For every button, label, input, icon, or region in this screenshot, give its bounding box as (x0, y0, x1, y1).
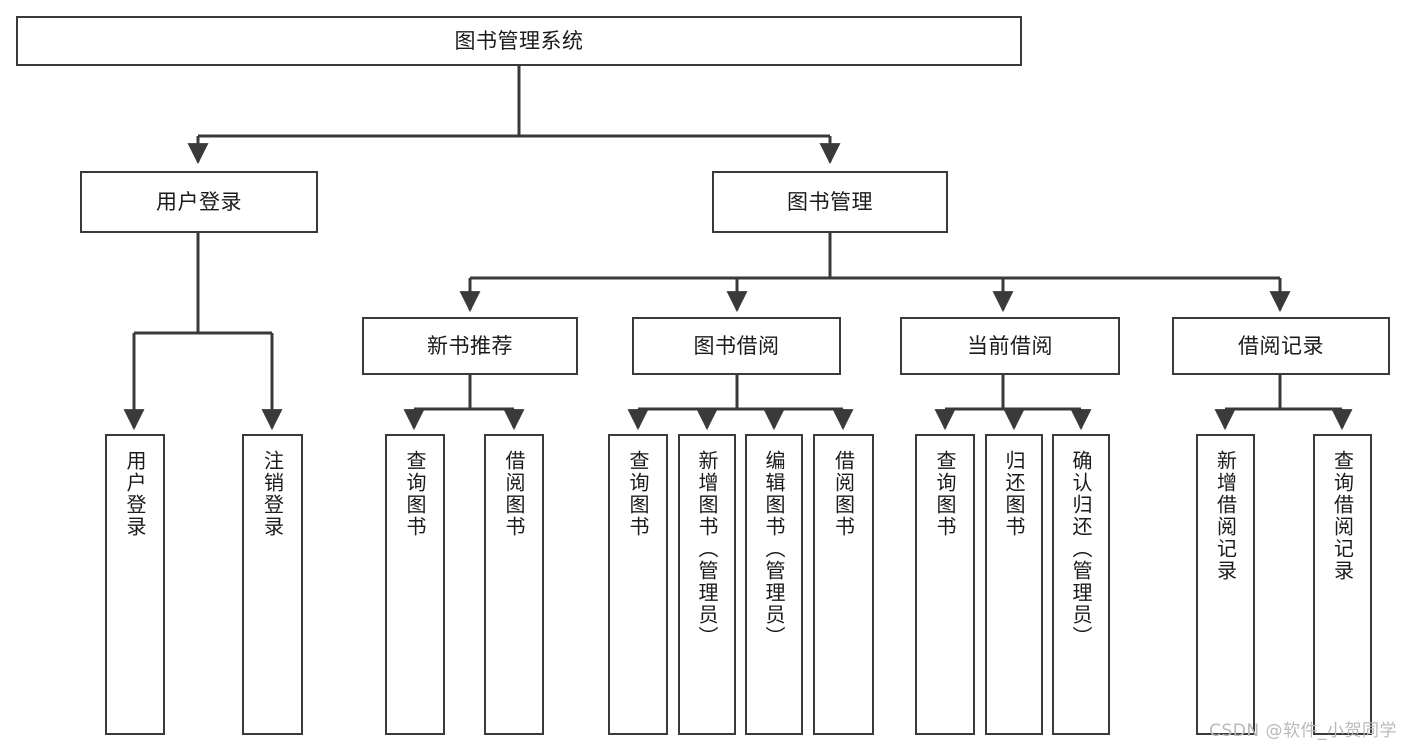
node-leaf-query-record[interactable]: 查询借阅记录 (1313, 434, 1372, 735)
node-label: 图书管理系统 (454, 28, 584, 53)
node-leaf-query-book-2[interactable]: 查询图书 (608, 434, 668, 735)
node-current-borrow[interactable]: 当前借阅 (900, 317, 1120, 375)
node-label: 查询借阅记录 (1330, 450, 1355, 582)
watermark-text: CSDN @软件_小贺同学 (1209, 721, 1397, 741)
node-leaf-confirm-return[interactable]: 确认归还（管理员） (1052, 434, 1110, 735)
node-leaf-edit-book[interactable]: 编辑图书（管理员） (745, 434, 803, 735)
node-label: 注销登录 (260, 450, 285, 538)
node-label: 新书推荐 (427, 333, 513, 358)
node-leaf-add-record[interactable]: 新增借阅记录 (1196, 434, 1255, 735)
node-label: 查询图书 (933, 450, 957, 538)
node-leaf-query-book-3[interactable]: 查询图书 (915, 434, 975, 735)
node-label: 查询图书 (626, 450, 650, 538)
node-leaf-return-book[interactable]: 归还图书 (985, 434, 1043, 735)
node-user-login[interactable]: 用户登录 (80, 171, 318, 233)
node-label: 新增借阅记录 (1213, 450, 1238, 582)
node-label: 编辑图书（管理员） (762, 450, 786, 648)
node-label: 归还图书 (1002, 450, 1026, 538)
node-leaf-borrow-book-2[interactable]: 借阅图书 (813, 434, 874, 735)
node-label: 图书借阅 (693, 333, 780, 358)
node-label: 借阅记录 (1238, 333, 1324, 358)
node-book-borrow[interactable]: 图书借阅 (632, 317, 841, 375)
node-label: 借阅图书 (831, 450, 856, 538)
node-label: 图书管理 (787, 189, 873, 214)
node-new-book-recommend[interactable]: 新书推荐 (362, 317, 578, 375)
node-leaf-add-book[interactable]: 新增图书（管理员） (678, 434, 736, 735)
node-label: 用户登录 (156, 189, 242, 214)
node-label: 确认归还（管理员） (1069, 450, 1093, 648)
node-label: 查询图书 (403, 450, 427, 538)
node-leaf-query-book-1[interactable]: 查询图书 (385, 434, 445, 735)
node-label: 新增图书（管理员） (695, 450, 719, 648)
node-leaf-logout-login[interactable]: 注销登录 (242, 434, 303, 735)
node-label: 用户登录 (123, 450, 147, 538)
node-label: 借阅图书 (502, 450, 526, 538)
node-label: 当前借阅 (967, 333, 1053, 358)
node-leaf-borrow-book-1[interactable]: 借阅图书 (484, 434, 544, 735)
node-root-system[interactable]: 图书管理系统 (16, 16, 1022, 66)
node-leaf-user-login[interactable]: 用户登录 (105, 434, 165, 735)
node-borrow-record[interactable]: 借阅记录 (1172, 317, 1390, 375)
node-book-management[interactable]: 图书管理 (712, 171, 948, 233)
